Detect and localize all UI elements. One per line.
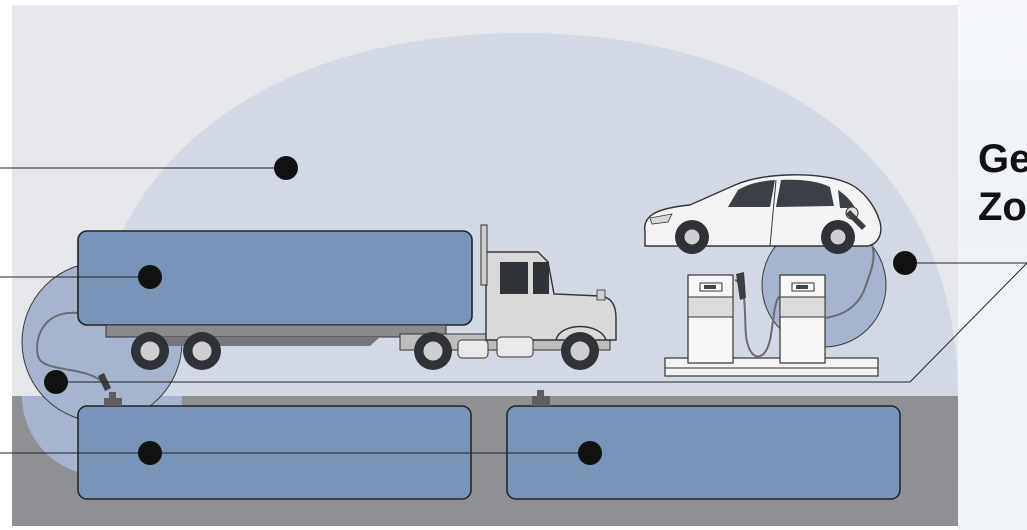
zone-title-line-2: Zo (978, 185, 1027, 229)
car-icon (644, 174, 882, 254)
pump-hose-left (734, 279, 781, 358)
side-background (958, 0, 1027, 530)
fuel-tanker-truck-icon (77, 224, 617, 370)
fuel-pump-left-icon (687, 274, 734, 364)
truck-trailer-tank (77, 230, 473, 326)
marker-truck-hose (44, 370, 68, 394)
marker-dome-zone (274, 156, 298, 180)
tank-fill-pipe-left (104, 392, 122, 406)
truck-hose (36, 311, 105, 386)
callout-line-pipe-diagonal (909, 262, 1027, 383)
zone-title: Ge Zo (978, 135, 1027, 231)
tank-fill-pipe-right (532, 390, 550, 406)
marker-trailer (138, 265, 162, 289)
marker-car-zone (893, 251, 917, 275)
fuel-pump-right-icon (779, 274, 826, 364)
car-hose (824, 232, 875, 319)
callout-lines (0, 167, 1027, 454)
pump-nozzle-left (736, 272, 746, 300)
marker-underground-tank-right (578, 441, 602, 465)
marker-underground-tank-left (138, 441, 162, 465)
zone-title-line-1: Ge (978, 137, 1027, 181)
